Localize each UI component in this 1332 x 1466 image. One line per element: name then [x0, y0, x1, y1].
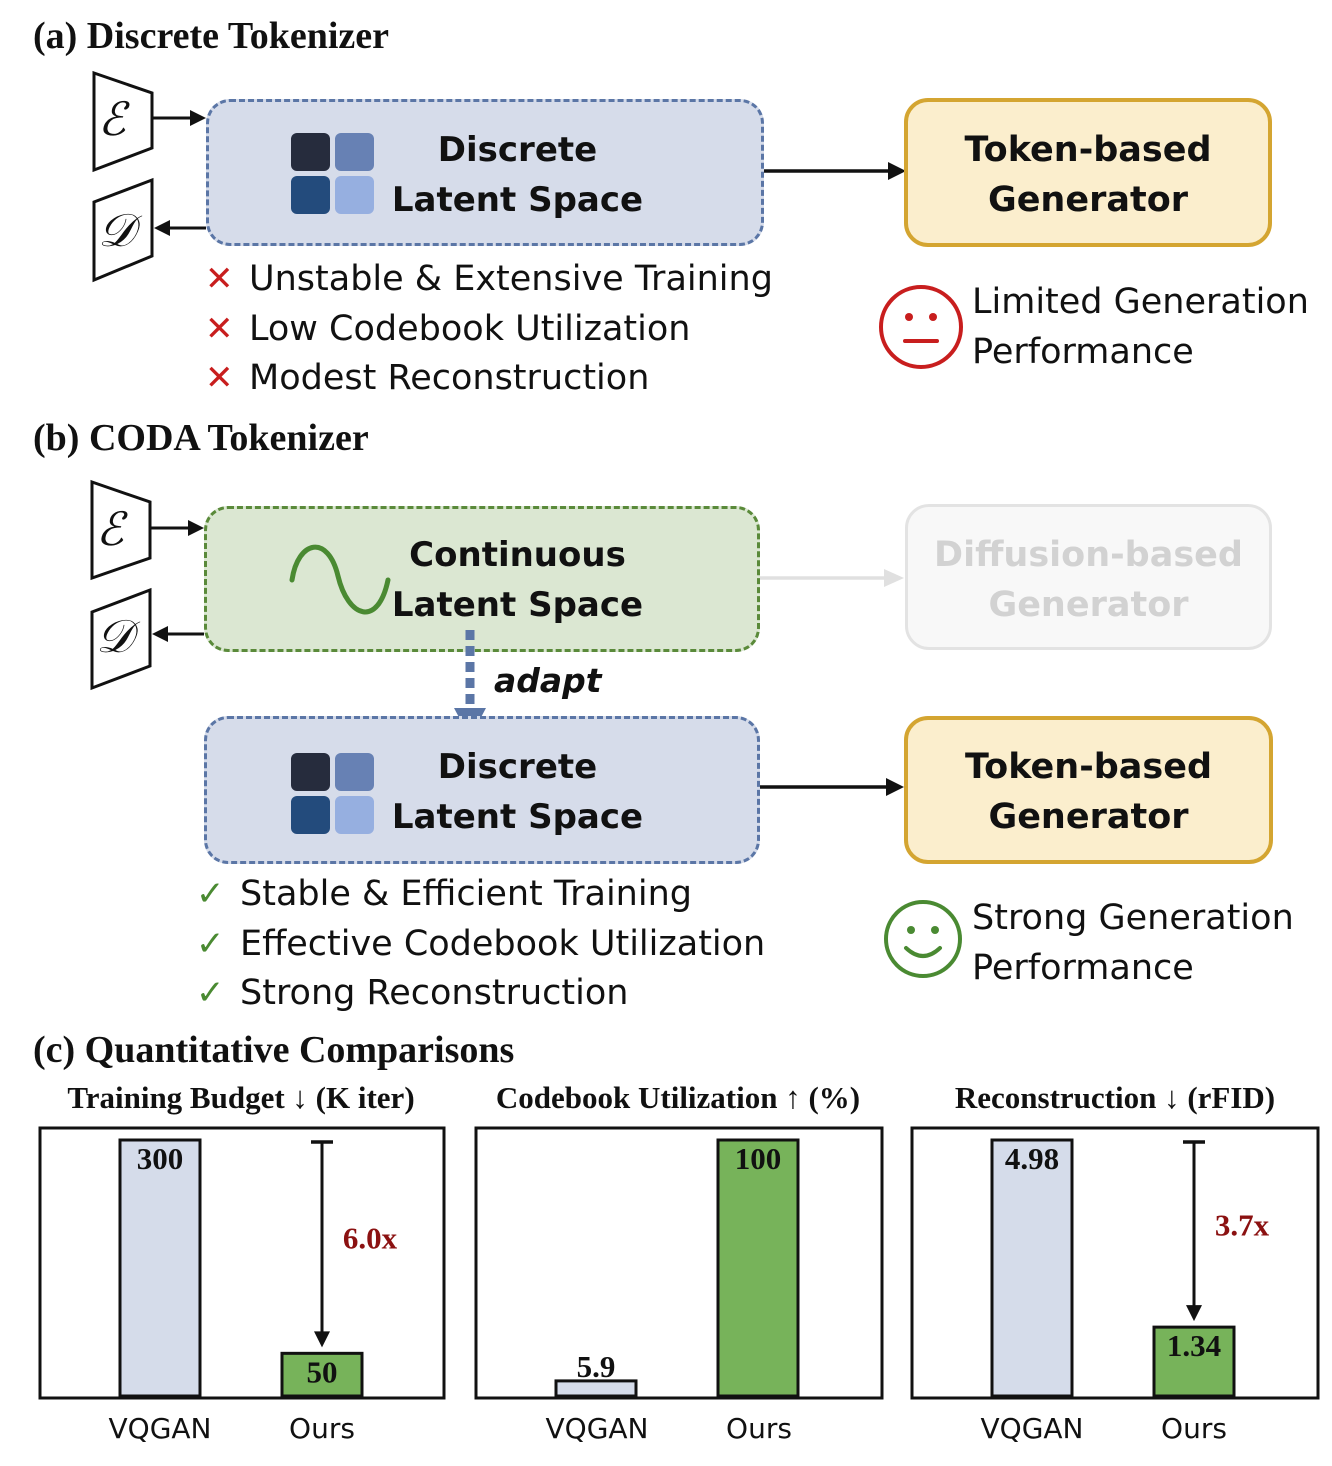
- reduction-arrowhead: [1186, 1305, 1202, 1322]
- bar-value-label: 300: [137, 1141, 184, 1176]
- bullet-b-1: ✓Stable & Efficient Training: [196, 874, 692, 914]
- bar-value-label: 100: [735, 1141, 782, 1176]
- encoder-symbol: ℰ: [96, 504, 124, 555]
- bar-vqgan: [990, 1138, 1074, 1398]
- codebook-grid-icon: [291, 753, 374, 834]
- encoder-trapezoid: [90, 479, 152, 581]
- check-icon: ✓: [196, 973, 225, 1013]
- continuous-latent-box: [204, 506, 760, 652]
- codebook-utilization-chart: 5.9 100: [474, 1126, 884, 1400]
- bullet-b-3: ✓Strong Reconstruction: [196, 973, 629, 1013]
- chart-1-tick-ours: Ours: [289, 1412, 355, 1445]
- bar-value-label: 50: [307, 1354, 338, 1389]
- outcome-text-a: Limited Generation Performance: [972, 282, 1309, 372]
- sine-wave-icon: [289, 544, 391, 615]
- section-a-codec-diagram: [92, 70, 206, 283]
- check-icon: ✓: [196, 874, 225, 914]
- token-based-generator-b: [904, 716, 1273, 864]
- chart-3-tick-vqgan: VQGAN: [980, 1412, 1084, 1445]
- reduction-factor-label: 6.0x: [343, 1221, 398, 1256]
- cross-icon: ✕: [205, 358, 234, 398]
- decoder-symbol: 𝒟: [96, 611, 133, 662]
- chart-2-tick-vqgan: VQGAN: [545, 1412, 649, 1445]
- section-c-title: (c) Quantitative Comparisons: [33, 1029, 515, 1071]
- bullet-a-2: ✕Low Codebook Utilization: [205, 309, 691, 349]
- arrow-to-token-generator-b: [760, 778, 904, 796]
- reduction-arrowhead: [314, 1331, 330, 1348]
- chart-3-title: Reconstruction ↓ (rFID): [954, 1080, 1276, 1115]
- outcome-text-b: Strong Generation Performance: [972, 898, 1294, 988]
- diffusion-based-generator: [905, 504, 1272, 650]
- bar-value-label: 5.9: [577, 1349, 616, 1384]
- discrete-latent-box-a: [206, 99, 764, 246]
- encoder-trapezoid: [92, 70, 154, 173]
- bar-value-label: 1.34: [1167, 1328, 1221, 1363]
- bar-ours: [280, 1351, 364, 1398]
- reduction-factor-label: 3.7x: [1215, 1208, 1270, 1243]
- continuous-latent-label: Continuous Latent Space: [391, 535, 644, 625]
- discrete-latent-label-a: Discrete Latent Space: [391, 130, 644, 220]
- chart-1-tick-vqgan: VQGAN: [108, 1412, 212, 1445]
- section-a-title: (a) Discrete Tokenizer: [33, 15, 389, 57]
- bullet-b-2: ✓Effective Codebook Utilization: [196, 924, 766, 964]
- token-based-generator-a: [904, 98, 1272, 247]
- cross-icon: ✕: [205, 309, 234, 349]
- codebook-grid-icon: [291, 133, 374, 214]
- reconstruction-chart: 4.98 1.34 3.7x: [910, 1126, 1320, 1400]
- encoder-symbol: ℰ: [98, 94, 126, 145]
- arrow-to-token-generator-a: [764, 162, 906, 180]
- bar-value-label: 4.98: [1005, 1141, 1059, 1176]
- diffusion-generator-label: Diffusion-based Generator: [934, 535, 1243, 625]
- chart-frame: [38, 1126, 446, 1400]
- check-icon: ✓: [196, 924, 225, 964]
- decoder-trapezoid: [90, 587, 152, 691]
- chart-3-tick-ours: Ours: [1161, 1412, 1227, 1445]
- adapt-label: adapt: [494, 661, 602, 700]
- bullet-a-1: ✕Unstable & Extensive Training: [205, 259, 773, 299]
- chart-2-tick-ours: Ours: [726, 1412, 792, 1445]
- decoder-symbol: 𝒟: [98, 205, 135, 256]
- bar-ours: [716, 1138, 800, 1398]
- training-budget-chart: 300 50 6.0x: [38, 1126, 446, 1400]
- neutral-face-icon: [879, 285, 963, 369]
- cross-icon: ✕: [205, 259, 234, 299]
- bullet-a-3: ✕Modest Reconstruction: [205, 358, 650, 398]
- smiley-face-icon: [884, 900, 962, 978]
- chart-frame: [910, 1126, 1320, 1400]
- bar-ours: [1152, 1325, 1236, 1398]
- bar-vqgan: [118, 1138, 202, 1398]
- discrete-latent-label-b: Discrete Latent Space: [391, 747, 644, 837]
- chart-1-title: Training Budget ↓ (K iter): [67, 1080, 415, 1115]
- chart-2-title: Codebook Utilization ↑ (%): [495, 1080, 861, 1115]
- decoder-trapezoid: [92, 177, 154, 283]
- section-b-codec-diagram: [90, 479, 204, 691]
- bar-vqgan: [554, 1379, 638, 1398]
- token-generator-label-b: Token-based Generator: [964, 747, 1213, 837]
- arrow-to-diffusion-generator: [760, 569, 904, 587]
- section-b-title: (b) CODA Tokenizer: [33, 417, 369, 459]
- chart-frame: [474, 1126, 884, 1400]
- token-generator-label-a: Token-based Generator: [964, 130, 1212, 220]
